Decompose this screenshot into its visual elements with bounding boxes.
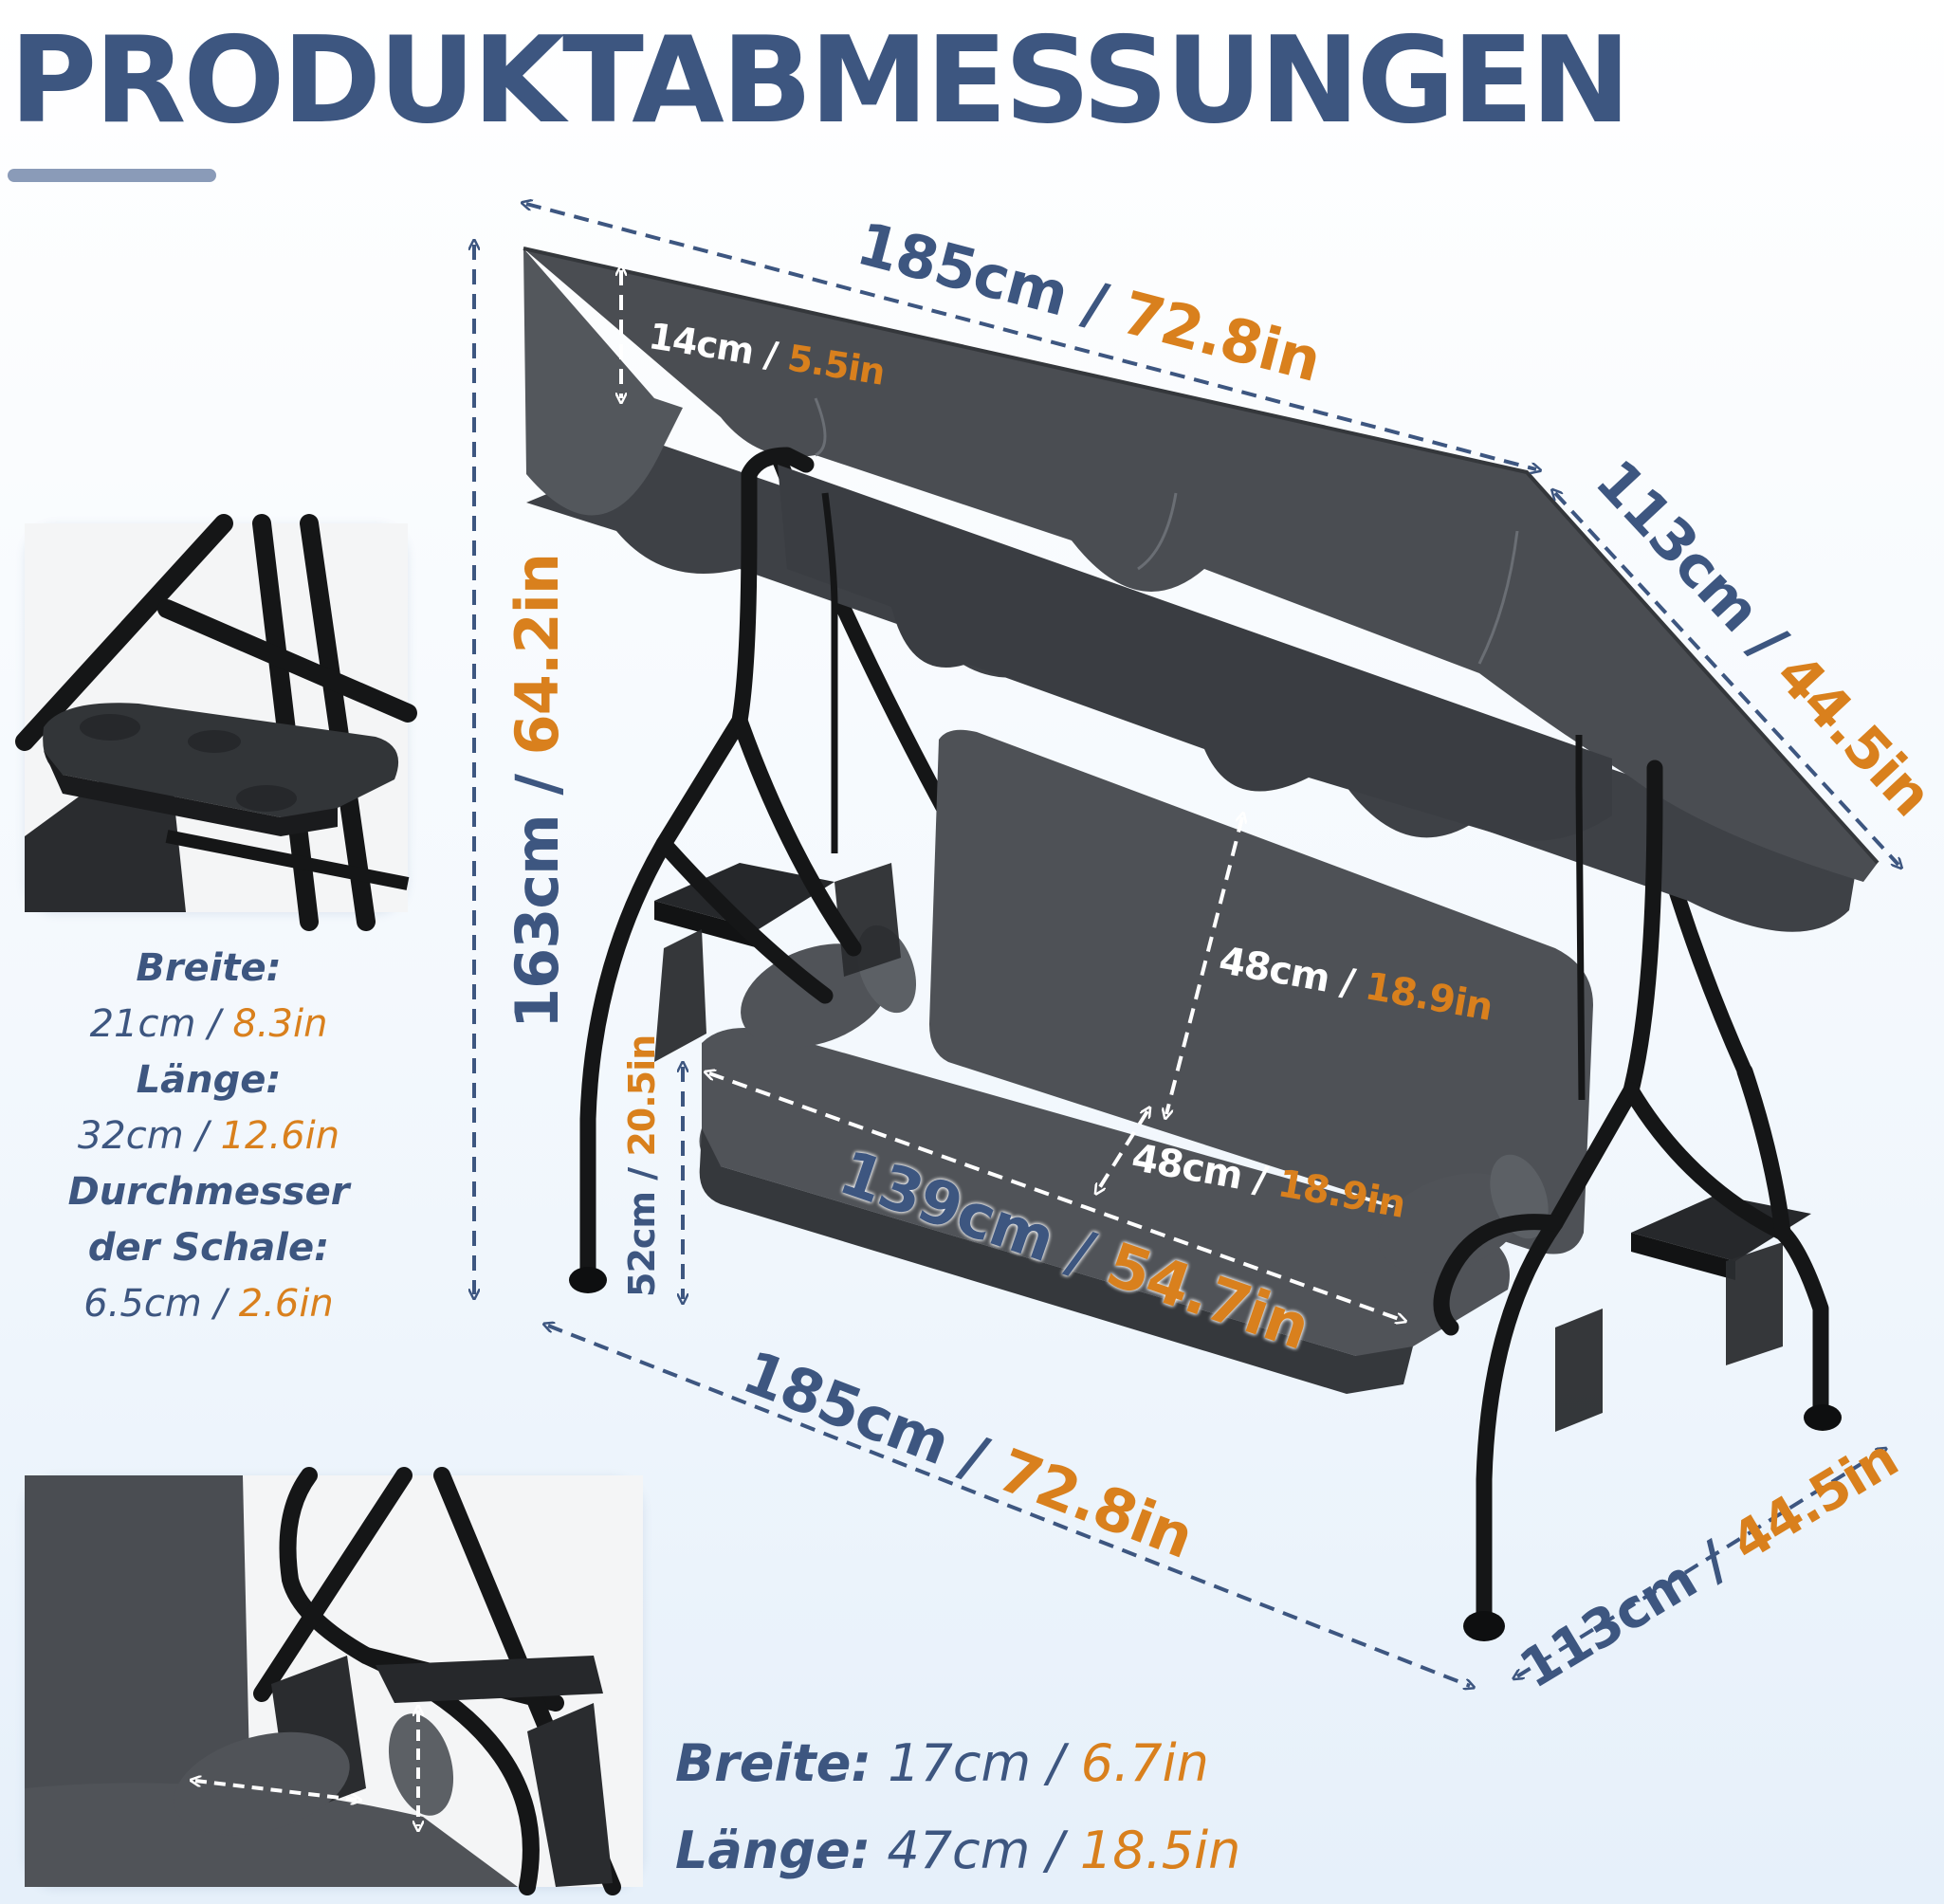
page-title: PRODUKTABMESSUNGEN [9,10,1631,150]
dimension-lines [474,204,1898,1686]
backrest-cushion [929,729,1593,1254]
tray-detail-image [15,514,417,931]
seat-height-label: 52cm / 20.5in [621,1034,663,1297]
pillow-detail-image [25,1467,643,1895]
canopy-depth-line [1555,493,1898,865]
side-trays [654,863,1811,1280]
white-dimension-lines [621,270,1402,1320]
canopy-width-line [526,204,1536,469]
tray-specification: Breite: 21cm / 8.3in Länge: 32cm / 12.6i… [67,946,350,1326]
swing-illustration [0,0,1904,1904]
backrest-line [1166,817,1242,1114]
total-height-label: 163cm / 64.2in [503,554,572,1029]
front-frame [579,447,1829,1625]
base-depth-line [1517,1451,1882,1676]
pillow-specification: Breite: 17cm / 6.7in Länge: 47cm / 18.5i… [675,1733,1241,1880]
canopy-underside [778,465,1612,841]
title-underline [8,169,216,182]
base-width-line [548,1326,1470,1686]
